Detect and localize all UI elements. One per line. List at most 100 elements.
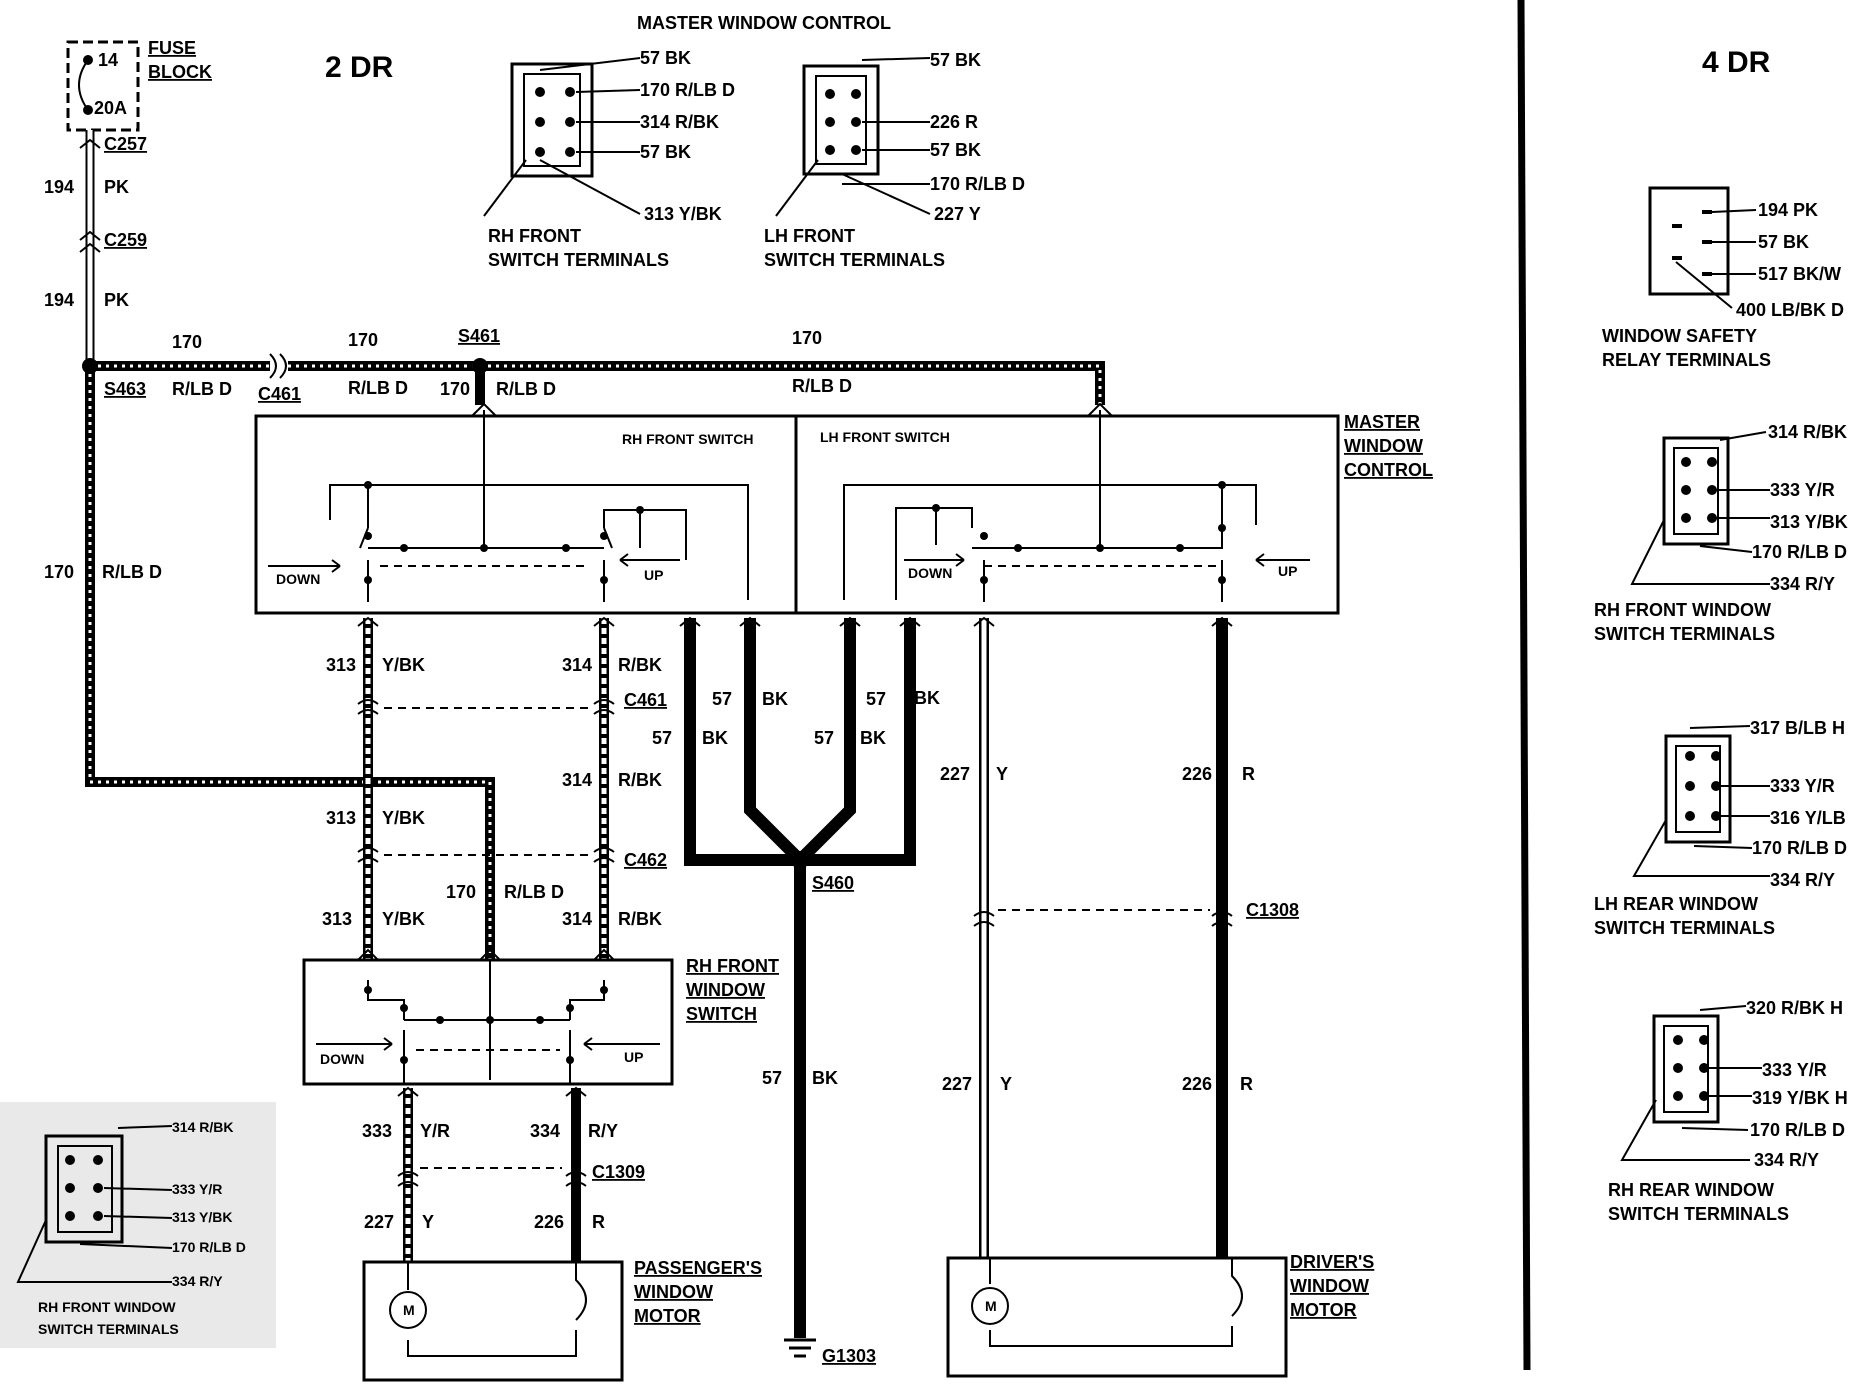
wire-170-2: 170 bbox=[348, 330, 378, 350]
rh-front-pin-5: 313 Y/BK bbox=[644, 204, 722, 224]
wire-57c: 57 bbox=[814, 728, 834, 748]
wire-57a: 57 bbox=[712, 689, 732, 709]
wire-314b-color: R/BK bbox=[618, 770, 662, 790]
relay-pin-3: 517 BK/W bbox=[1758, 264, 1841, 284]
connector-c257: C257 bbox=[104, 134, 147, 154]
wire-170-1-color: R/LB D bbox=[172, 379, 232, 399]
wire-313a: 313 bbox=[326, 655, 356, 675]
lh-rear-window-connector bbox=[1632, 725, 1770, 877]
rh-4dr-pin-5: 334 R/Y bbox=[1770, 574, 1835, 594]
lh-rear-caption-2: SWITCH TERMINALS bbox=[1594, 918, 1775, 938]
wire-194b-num: 194 bbox=[44, 290, 74, 310]
wire-333: 333 bbox=[362, 1121, 392, 1141]
inset-pin-2: 333 Y/R bbox=[172, 1181, 222, 1197]
inset-pin-3: 313 Y/BK bbox=[172, 1209, 232, 1225]
relay-pin-4: 400 LB/BK D bbox=[1736, 300, 1844, 320]
passenger-motor-icon bbox=[389, 1291, 427, 1329]
lh-front-switch-title: LH FRONT SWITCH bbox=[820, 429, 950, 445]
relay-pin-2: 57 BK bbox=[1758, 232, 1809, 252]
wire-226b-color: R bbox=[1240, 1074, 1253, 1094]
lh-front-terminals-connector bbox=[775, 57, 931, 217]
lh-rear-caption-1: LH REAR WINDOW bbox=[1594, 894, 1758, 914]
wire-170-left-color: R/LB D bbox=[102, 562, 162, 582]
relay-caption-2: RELAY TERMINALS bbox=[1602, 350, 1771, 370]
master-down-right: DOWN bbox=[908, 565, 952, 581]
rh-4dr-pin-1: 314 R/BK bbox=[1768, 422, 1847, 442]
lh-rear-pin-1: 317 B/LB H bbox=[1750, 718, 1845, 738]
driver-window-motor-box bbox=[946, 1256, 1288, 1378]
fuse-rating: 20A bbox=[94, 98, 127, 118]
inset-caption-2: SWITCH TERMINALS bbox=[38, 1321, 179, 1337]
lh-rear-pin-4: 170 R/LB D bbox=[1752, 838, 1847, 858]
rh-window-down: DOWN bbox=[320, 1051, 364, 1067]
lh-front-pin-4: 170 R/LB D bbox=[930, 174, 1025, 194]
fuse-element bbox=[78, 59, 89, 111]
driver-motor-label-2: WINDOW bbox=[1290, 1276, 1369, 1296]
rh-window-switch-label-1: RH FRONT bbox=[686, 956, 779, 976]
wire-57d: 57 bbox=[866, 689, 886, 709]
lh-front-pin-5: 227 Y bbox=[934, 204, 981, 224]
lh-front-pin-1: 57 BK bbox=[930, 50, 981, 70]
wire-57d-color: BK bbox=[914, 688, 940, 708]
driver-motor-label-1: DRIVER'S bbox=[1290, 1252, 1374, 1272]
lh-rear-pin-3: 316 Y/LB bbox=[1770, 808, 1846, 828]
passenger-motor-symbol: M bbox=[403, 1302, 415, 1318]
wire-226a: 226 bbox=[1182, 764, 1212, 784]
wire-314a-color: R/BK bbox=[618, 655, 662, 675]
passenger-motor-internals bbox=[407, 1262, 587, 1357]
wire-313c: 313 bbox=[322, 909, 352, 929]
connector-c1308: C1308 bbox=[1246, 900, 1299, 920]
master-label-3: CONTROL bbox=[1344, 460, 1433, 480]
wire-227a: 227 bbox=[940, 764, 970, 784]
connector-c1309: C1309 bbox=[592, 1162, 645, 1182]
wire-334-color: R/Y bbox=[588, 1121, 618, 1141]
rh-4dr-pin-2: 333 Y/R bbox=[1770, 480, 1835, 500]
passenger-motor-label-3: MOTOR bbox=[634, 1306, 701, 1326]
master-window-control-title: MASTER WINDOW CONTROL bbox=[637, 13, 891, 33]
rh-window-switch-label-3: SWITCH bbox=[686, 1004, 757, 1024]
rh-rear-pin-1: 320 R/BK H bbox=[1746, 998, 1843, 1018]
wire-170-3: 170 bbox=[440, 379, 470, 399]
ground-g1303-label: G1303 bbox=[822, 1346, 876, 1366]
wire-170-1: 170 bbox=[172, 332, 202, 352]
passenger-motor-label-1: PASSENGER'S bbox=[634, 1258, 762, 1278]
wire-170-4-color: R/LB D bbox=[792, 376, 852, 396]
rh-4dr-caption-1: RH FRONT WINDOW bbox=[1594, 600, 1771, 620]
wire-313b-color: Y/BK bbox=[382, 808, 425, 828]
wire-226b: 226 bbox=[1182, 1074, 1212, 1094]
splice-s463-label: S463 bbox=[104, 379, 146, 399]
four-door-heading: 4 DR bbox=[1702, 46, 1771, 79]
rh-rear-caption-2: SWITCH TERMINALS bbox=[1608, 1204, 1789, 1224]
wire-57e: 57 bbox=[762, 1068, 782, 1088]
inset-pin-5: 334 R/Y bbox=[172, 1273, 223, 1289]
master-label-1: MASTER bbox=[1344, 412, 1420, 432]
wire-226c-color: R bbox=[592, 1212, 605, 1232]
wires-57-ground bbox=[684, 618, 916, 1338]
wire-170-4: 170 bbox=[792, 328, 822, 348]
wire-227c: 227 bbox=[364, 1212, 394, 1232]
fuse-label-line2: BLOCK bbox=[148, 62, 212, 82]
wire-227c-color: Y bbox=[422, 1212, 434, 1232]
wire-314c: 314 bbox=[562, 909, 592, 929]
driver-motor-label-3: MOTOR bbox=[1290, 1300, 1357, 1320]
connector-c259: C259 bbox=[104, 230, 147, 250]
rh-rear-window-connector bbox=[1620, 1005, 1762, 1161]
connector-c462: C462 bbox=[624, 850, 667, 870]
lh-rear-pin-2: 333 Y/R bbox=[1770, 776, 1835, 796]
rh-front-pin-4: 57 BK bbox=[640, 142, 691, 162]
wire-194b-color: PK bbox=[104, 290, 129, 310]
wire-57c-color: BK bbox=[860, 728, 886, 748]
lh-front-pin-2: 226 R bbox=[930, 112, 978, 132]
rh-window-switch-label-2: WINDOW bbox=[686, 980, 765, 1000]
wire-170-lower-color: R/LB D bbox=[504, 882, 564, 902]
rh-front-terminals-connector bbox=[483, 57, 641, 217]
wire-57a-color: BK bbox=[762, 689, 788, 709]
wire-314c-color: R/BK bbox=[618, 909, 662, 929]
wire-313c-color: Y/BK bbox=[382, 909, 425, 929]
rh-rear-pin-4: 170 R/LB D bbox=[1750, 1120, 1845, 1140]
fuse-label-line1: FUSE bbox=[148, 38, 196, 58]
driver-motor-icon bbox=[971, 1287, 1009, 1325]
master-label-2: WINDOW bbox=[1344, 436, 1423, 456]
wire-57b-color: BK bbox=[702, 728, 728, 748]
